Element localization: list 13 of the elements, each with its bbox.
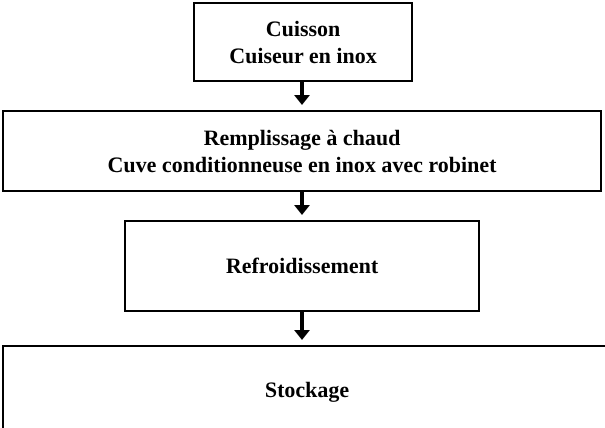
process-box [2, 110, 602, 192]
step-detail: Cuiseur en inox [229, 42, 377, 70]
process-box [124, 220, 480, 312]
step-title: Stockage [264, 376, 350, 404]
step-detail: Cuve conditionneuse en inox avec robinet [108, 151, 496, 178]
arrow [294, 312, 310, 340]
arrow [294, 82, 310, 105]
step-title: Cuisson [266, 14, 340, 42]
process-box [193, 2, 413, 82]
step-title: Remplissage à chaud [204, 124, 400, 151]
arrow [294, 192, 310, 215]
step-title: Refroidissement [226, 252, 378, 280]
process-box [2, 345, 605, 428]
